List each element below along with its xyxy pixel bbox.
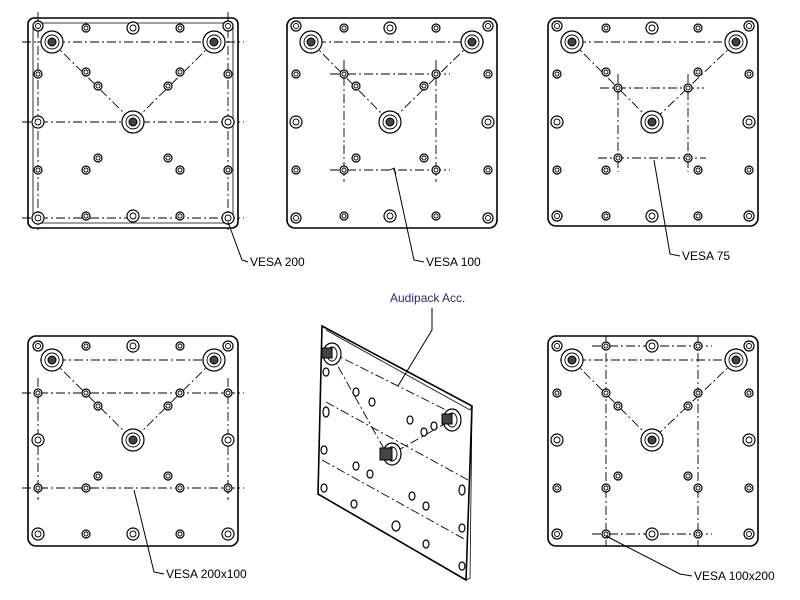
leader-line — [653, 159, 681, 257]
plate-vesa-75: VESA 75 — [547, 17, 759, 263]
stud — [121, 428, 145, 452]
mounting-holes — [550, 339, 756, 541]
label-vesa-100: VESA 100 — [426, 255, 481, 269]
stud — [724, 30, 748, 54]
mounting-holes — [550, 20, 756, 223]
stud — [40, 30, 64, 54]
mounting-holes — [31, 20, 235, 225]
leader-line — [397, 308, 433, 387]
stud — [460, 30, 484, 54]
label-vesa-75: VESA 75 — [682, 249, 730, 263]
stud — [724, 348, 748, 372]
label-audipack-acc: Audipack Acc. — [390, 291, 465, 305]
leader-arrow — [389, 167, 397, 175]
plate-vesa-100x200: VESA 100x200 — [547, 335, 775, 583]
stud — [299, 30, 323, 54]
stud — [121, 110, 145, 134]
mounting-holes — [31, 339, 235, 541]
stud — [202, 348, 226, 372]
leader-line — [605, 535, 693, 577]
stud — [560, 348, 584, 372]
stud — [441, 408, 462, 432]
plate-audipack-isometric: Audipack Acc. — [317, 291, 473, 582]
stud — [40, 348, 64, 372]
stud — [640, 110, 664, 134]
plate-vesa-200: VESA 200 — [22, 12, 305, 269]
label-vesa-200x100: VESA 200x100 — [166, 567, 247, 581]
stud — [560, 30, 584, 54]
plate-vesa-100: VESA 100 — [286, 17, 498, 269]
mounting-holes — [320, 367, 466, 571]
stud — [321, 342, 342, 366]
label-vesa-100x200: VESA 100x200 — [694, 569, 775, 583]
leader-line — [393, 167, 425, 263]
stud — [640, 428, 664, 452]
mounting-holes — [289, 20, 495, 224]
leader-line — [133, 489, 165, 575]
label-vesa-200: VESA 200 — [250, 255, 305, 269]
stud — [379, 442, 402, 466]
stud — [378, 110, 402, 134]
plate-vesa-200x100: VESA 200x100 — [22, 335, 247, 581]
stud — [202, 30, 226, 54]
leader-line — [227, 221, 249, 263]
